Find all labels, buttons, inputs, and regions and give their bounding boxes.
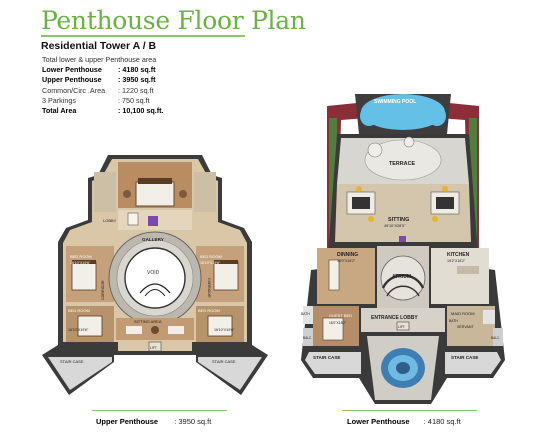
lower-sitting-label: SITTING — [388, 217, 409, 223]
lower-stair-left-label: STAIR CASE — [313, 355, 340, 360]
upper-sitting-area-label: SITTING AREA — [134, 319, 162, 324]
lower-bath-a-label: BATH — [301, 312, 310, 316]
upper-bedroom-low-left-label: BED ROOM — [68, 308, 90, 313]
area-row: Total Area : 10,100 sq.ft. — [42, 106, 164, 116]
lower-caption-name: Lower Penthouse — [347, 417, 410, 426]
area-row-value: : 10,100 sq.ft. — [118, 106, 164, 116]
lower-dinning-label: DINNING — [337, 252, 358, 258]
lower-balc-a-label: BALC — [303, 336, 312, 340]
upper-bedroom-low-right-label: BED ROOM — [198, 308, 220, 313]
upper-bedroom-low-left-dims: 16'10"X19'6" — [68, 328, 89, 332]
upper-stair-left-label: STAIR CASE — [60, 359, 84, 364]
upper-bedroom-left-label: BED ROOM — [70, 254, 92, 259]
area-row: Lower Penthouse : 4180 sq.ft — [42, 65, 164, 75]
lower-guest-dims: 16'0"X18'2" — [329, 321, 347, 325]
upper-lift-label: LIFT — [150, 346, 157, 350]
page-title: Penthouse Floor Plan — [41, 6, 306, 35]
lower-caption-area: : 4180 sq.ft — [423, 417, 461, 426]
area-row-value: : 1220 sq.ft — [118, 85, 154, 95]
lower-plan-caption: Lower Penthouse : 4180 sq.ft — [347, 417, 461, 426]
page-subtitle: Residential Tower A / B — [41, 40, 157, 52]
lower-bath-b-label: BATH — [449, 319, 458, 323]
upper-void-label: VOID — [147, 270, 160, 276]
upper-corridor-left-label: CORRIDOR — [101, 280, 105, 300]
lower-kitchen-label: KITCHEN — [447, 252, 470, 258]
upper-caption-rule — [92, 410, 227, 411]
area-row: Common/Circ .Area : 1220 sq.ft — [42, 86, 164, 96]
area-row-label: Total Area — [42, 106, 77, 116]
area-row: Upper Penthouse : 3950 sq.ft — [42, 75, 164, 85]
upper-penthouse-plan: LOBBY BED ROOM 16'10"X19'6" BED ROOM 16'… — [42, 155, 268, 395]
area-row-label: Upper Penthouse — [42, 75, 102, 85]
title-underline — [41, 35, 245, 37]
area-table: Total lower & upper Penthouse area Lower… — [42, 55, 164, 116]
upper-lobby-label: LOBBY — [103, 218, 117, 223]
upper-bedroom-right-label: BED ROOM — [200, 254, 222, 259]
lower-pool-label: SWIMMING POOL — [374, 99, 416, 105]
upper-bedroom-right-dims: 16'10"X19'6" — [200, 261, 221, 265]
upper-caption-name: Upper Penthouse — [96, 417, 159, 426]
lower-maid-label: MAID ROOM — [451, 311, 475, 316]
upper-bedroom-left-dims: 16'10"X19'6" — [70, 261, 91, 265]
upper-caption-area: : 3950 sq.ft — [174, 417, 212, 426]
lower-terrace-label: TERRACE — [389, 161, 415, 167]
upper-gallery-label: GALLERY — [142, 237, 164, 242]
lower-kitchen-dims: 19'2"X18'2" — [447, 259, 466, 263]
lower-dinning-dims: 16'0"X18'2" — [337, 259, 356, 263]
lower-penthouse-plan: SWIMMING POOL TERRACE SITTING 49'10"X28'… — [301, 94, 505, 404]
area-row-label: Lower Penthouse — [42, 65, 102, 75]
area-row-label: 3 Parkings — [42, 95, 76, 105]
upper-corridor-right-label: CORRIDOR — [207, 278, 211, 298]
upper-stair-right-label: STAIR CASE — [212, 359, 236, 364]
area-row-value: : 3950 sq.ft — [118, 75, 156, 85]
lower-stair-right-label: STAIR CASE — [451, 355, 478, 360]
area-row-label: Common/Circ .Area — [42, 85, 106, 95]
lower-lift-label: LIFT — [398, 325, 405, 329]
lower-servant-label: SERVANT — [457, 325, 474, 329]
lower-balc-b-label: BALC — [491, 336, 500, 340]
lower-atrium-label: ATRIUM — [392, 274, 411, 280]
area-row-value: : 4180 sq.ft — [118, 65, 156, 75]
area-row: 3 Parkings : 750 sq.ft — [42, 96, 164, 106]
upper-plan-caption: Upper Penthouse : 3950 sq.ft — [96, 417, 211, 426]
lower-caption-rule — [342, 410, 477, 411]
area-table-intro: Total lower & upper Penthouse area — [42, 55, 157, 64]
lower-sitting-dims: 49'10"X28'5" — [384, 224, 406, 228]
area-row-value: : 750 sq.ft — [118, 95, 150, 105]
upper-bedroom-low-right-dims: 16'10"X19'6" — [214, 328, 235, 332]
lower-entrance-label: ENTRANCE LOBBY — [371, 315, 418, 321]
lower-guest-bed-label: GUEST BED — [329, 313, 352, 318]
